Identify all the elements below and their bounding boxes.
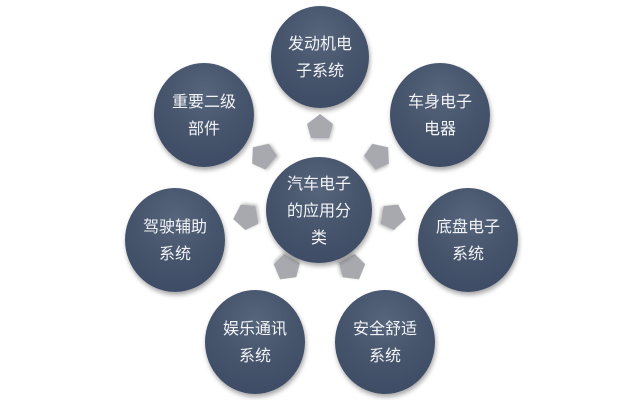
arrow-left-icon	[231, 202, 259, 232]
node-safety-comfort: 安全舒适 系统	[335, 290, 435, 394]
node-label-line-2: 电器	[423, 119, 456, 138]
node-secondary-parts: 重要二级 部件	[154, 63, 254, 167]
node-label-line-2: 系统	[451, 244, 484, 263]
arrow-right-icon	[380, 202, 408, 232]
node-label-line-2: 系统	[158, 244, 191, 263]
node-label-line-1: 娱乐通讯	[222, 319, 287, 338]
node-engine-electronics: 发动机电 子系统	[271, 6, 369, 108]
arrow-up-left-icon	[244, 137, 279, 172]
arrow-up-right-icon	[361, 137, 396, 172]
node-label-line-1: 车身电子	[407, 92, 472, 111]
center-label-line-1: 汽车电子	[286, 173, 351, 193]
center-label-line-3: 类	[310, 227, 327, 247]
node-label-line-1: 发动机电	[287, 34, 352, 53]
node-label-line-2: 系统	[238, 346, 271, 365]
node-body-electronics: 车身电子 电器	[390, 63, 490, 167]
node-label-line-2: 子系统	[295, 61, 344, 80]
node-driver-assistance: 驾驶辅助 系统	[125, 188, 225, 292]
arrow-down-left-icon	[269, 252, 304, 286]
arrow-up-icon	[307, 114, 333, 138]
node-label-line-1: 底盘电子	[435, 217, 500, 236]
node-label-line-1: 驾驶辅助	[142, 217, 207, 236]
node-label-line-2: 系统	[368, 346, 401, 365]
center-label-line-2: 的应用分	[286, 200, 351, 220]
node-label-line-1: 安全舒适	[352, 319, 417, 338]
center-node-automotive-electronics-classification: 汽车电子 的应用分 类	[266, 157, 372, 263]
node-label-line-2: 部件	[187, 119, 220, 138]
node-chassis-electronics: 底盘电子 系统	[418, 188, 518, 292]
node-infotainment: 娱乐通讯 系统	[205, 290, 305, 394]
node-label-line-1: 重要二级	[171, 92, 236, 111]
arrow-down-right-icon	[336, 252, 371, 286]
